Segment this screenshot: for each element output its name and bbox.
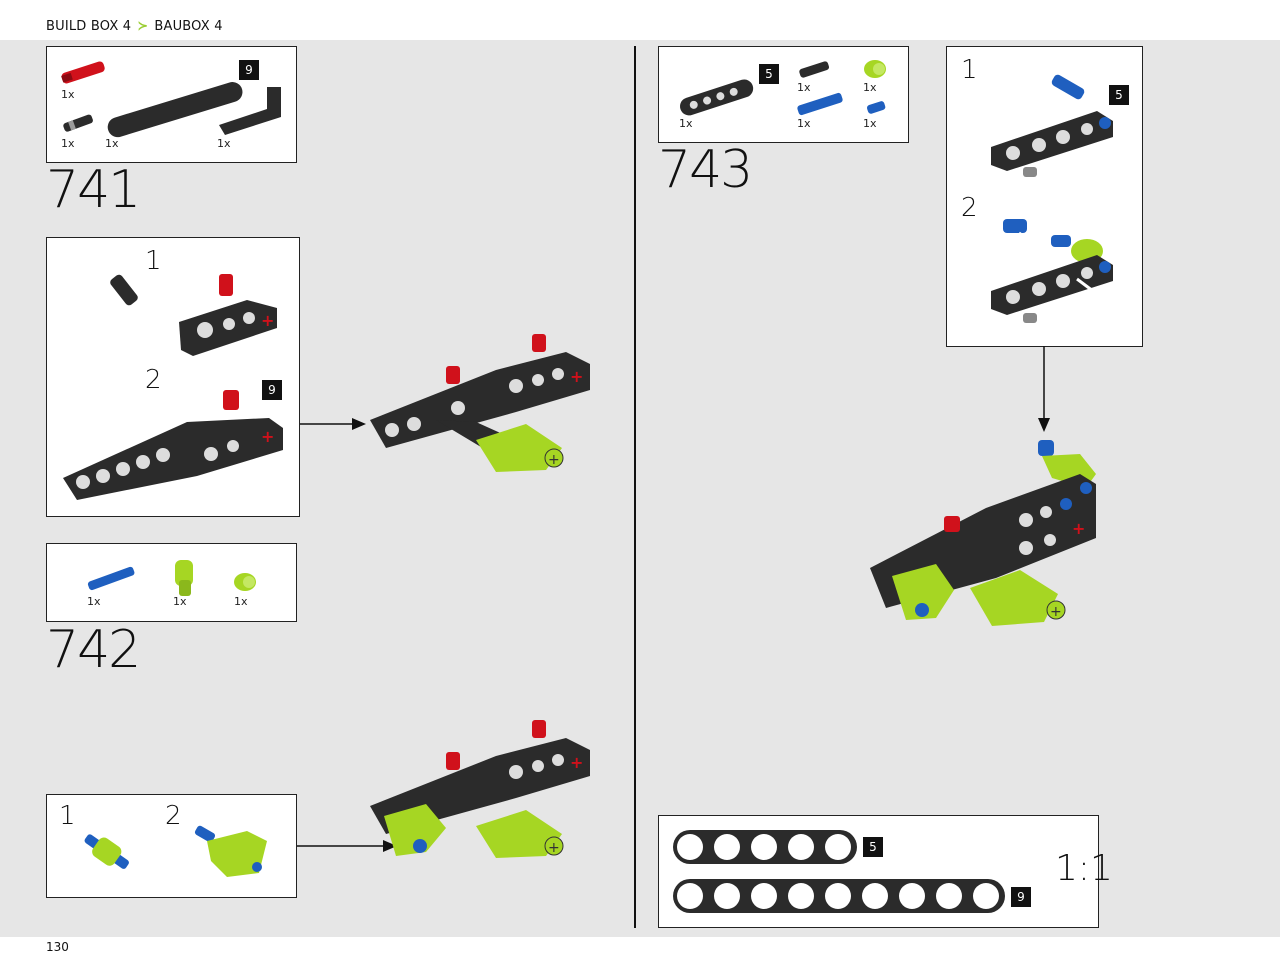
substep-1-label: 1: [59, 801, 76, 831]
qty-blue-pin: 1x: [863, 117, 877, 130]
substep-2-label: 2: [961, 193, 978, 223]
qty-lime-bush: 1x: [863, 81, 877, 94]
parts-list-741: 1x 1x 1x 1x 9: [46, 46, 297, 163]
model-assembly-742: + +: [370, 720, 590, 858]
page-footer: [0, 937, 1280, 974]
lime-bush-icon: [234, 573, 256, 591]
step-number-743: 743: [658, 140, 753, 200]
breadcrumb: BUILD BOX 4 ≻ BAUBOX 4: [46, 19, 223, 34]
svg-text:+: +: [261, 427, 274, 446]
beam-length-badge: 9: [239, 60, 259, 80]
qty-blue-axle: 1x: [797, 117, 811, 130]
subassembly-illustration-743: [991, 74, 1113, 323]
beam-5-length-badge: 5: [863, 837, 883, 857]
step-number-742: 742: [46, 620, 141, 680]
qty-lime-bush: 1x: [234, 595, 248, 608]
qty-angle-beam: 1x: [217, 137, 231, 150]
svg-text:+: +: [1072, 519, 1085, 538]
column-divider: [634, 46, 636, 928]
svg-text:+: +: [261, 311, 274, 330]
substep-1-label: 1: [961, 55, 978, 85]
parts-illustration-743: [680, 60, 886, 116]
beam-9-length-badge: 9: [1011, 887, 1031, 907]
blue-pin-icon: [866, 101, 886, 114]
svg-text:+: +: [548, 452, 560, 468]
qty-red-pin: 1x: [61, 88, 75, 101]
qty-black-pin: 1x: [61, 137, 75, 150]
substep-2-label: 2: [145, 365, 162, 395]
svg-text:+: +: [570, 367, 583, 386]
subassembly-743: 1 2 5: [946, 46, 1143, 347]
beam-length-badge: 5: [759, 64, 779, 84]
blue-axle-icon: [797, 92, 843, 116]
substep-2-label: 2: [165, 801, 182, 831]
subassembly-illustration-742: [84, 825, 267, 877]
black-pin-icon: [63, 114, 93, 132]
arrow-down-icon: [1038, 346, 1050, 432]
black-pin-icon: [799, 61, 830, 78]
beam-9-icon: [107, 82, 243, 138]
qty-black-pin: 1x: [797, 81, 811, 94]
arrow-right-icon: [300, 418, 366, 430]
svg-text:+: +: [1050, 604, 1062, 620]
subassembly-741: + + 1 2 9: [46, 237, 300, 517]
svg-text:+: +: [570, 753, 583, 772]
breadcrumb-separator-icon: ≻: [137, 19, 149, 34]
qty-lime-connector: 1x: [173, 595, 187, 608]
model-assembly-743: + +: [870, 440, 1096, 626]
subassembly-illustration-741: + +: [63, 274, 283, 500]
qty-beam-9: 1x: [105, 137, 119, 150]
step-number-741: 741: [46, 160, 141, 220]
qty-blue-axle: 1x: [87, 595, 101, 608]
model-assembly-741: + +: [370, 334, 590, 472]
lime-connector-icon: [175, 560, 193, 596]
blue-axle-icon: [87, 566, 135, 591]
parts-illustration-742: [87, 560, 256, 596]
parts-list-742: 1x 1x 1x: [46, 543, 297, 622]
page-number: 130: [46, 940, 69, 954]
qty-beam-5: 1x: [679, 117, 693, 130]
angle-beam-icon: [219, 87, 281, 135]
scale-beams-illustration: [673, 830, 1005, 913]
page-header: BUILD BOX 4 ≻ BAUBOX 4: [0, 0, 1280, 40]
scale-label: 1:1: [1055, 848, 1113, 889]
svg-text:+: +: [548, 840, 560, 856]
beam-5-icon: [680, 79, 754, 116]
lime-bush-icon: [864, 60, 886, 78]
red-pin-icon: [61, 61, 105, 84]
beam-length-badge: 5: [1109, 85, 1129, 105]
breadcrumb-baubox: BAUBOX 4: [154, 19, 223, 34]
parts-list-743: 1x 1x 1x 1x 1x 5: [658, 46, 909, 143]
scale-reference-box: 5 9 1:1: [658, 815, 1113, 928]
subassembly-742: 1 2: [46, 794, 297, 898]
arrow-right-icon: [297, 840, 397, 852]
parts-illustration-741: [61, 61, 281, 138]
beam-length-badge: 9: [262, 380, 282, 400]
substep-1-label: 1: [145, 246, 162, 276]
breadcrumb-build-box: BUILD BOX 4: [46, 19, 132, 34]
